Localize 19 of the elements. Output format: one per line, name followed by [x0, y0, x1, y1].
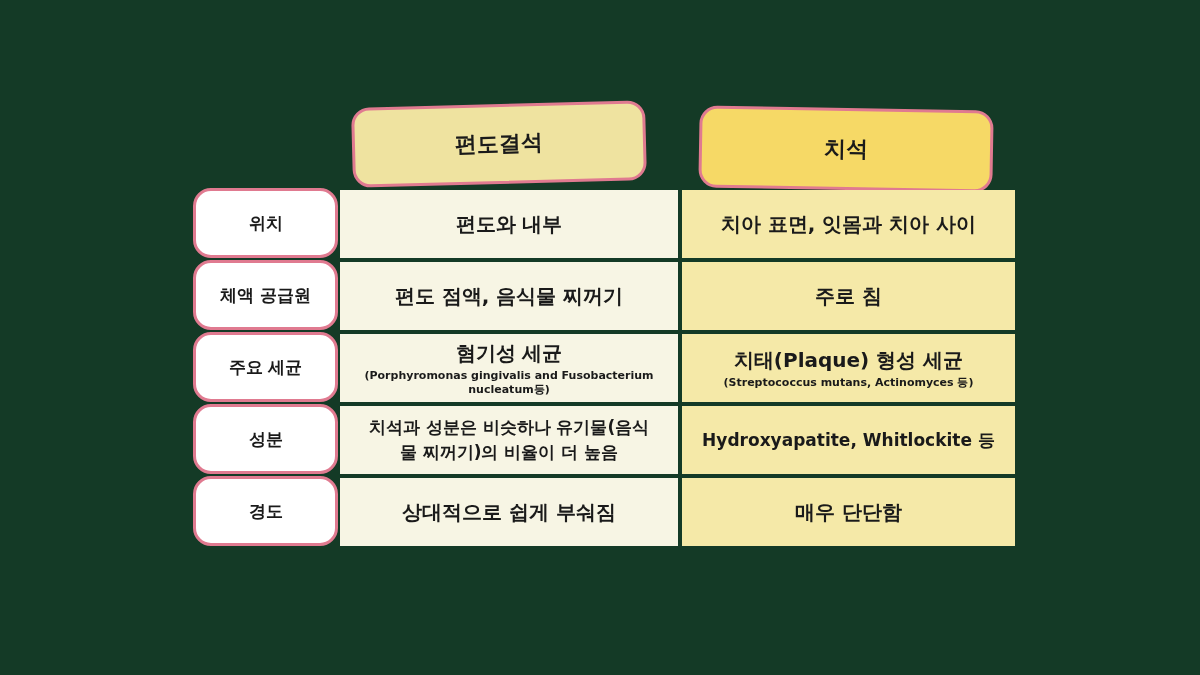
cell-note: (Streptococcus mutans, Actinomyces 등): [723, 375, 974, 390]
cell-note: (Porphyromonas gingivalis and Fusobacterium nucleatum등): [363, 369, 655, 396]
cell-text: Hydroxyapatite, Whitlockite 등: [702, 428, 995, 452]
cell-text: 혐기성 세균: [455, 340, 563, 368]
row-header: 위치: [193, 188, 338, 258]
cell-text: 치아 표면, 잇몸과 치아 사이: [720, 210, 977, 238]
column-header: 치석: [698, 105, 994, 193]
cell-text: 주로 침: [815, 282, 882, 310]
column-header: 편도결석: [351, 100, 647, 188]
row-header: 주요 세균: [193, 332, 338, 402]
cell-text: 편도 점액, 음식물 찌꺼기: [394, 282, 624, 310]
cell-text: 치석과 성분은 비슷하나 유기물(음식물 찌꺼기)의 비율이 더 높음: [367, 416, 651, 464]
cell-text: 상대적으로 쉽게 부숴짐: [402, 498, 616, 526]
cell-text: 치태(Plaque) 형성 세균: [733, 346, 964, 374]
row-header: 성분: [193, 404, 338, 474]
row-header: 경도: [193, 476, 338, 546]
row-header: 체액 공급원: [193, 260, 338, 330]
cell-text: 편도와 내부: [455, 210, 563, 238]
cell-text: 매우 단단함: [795, 498, 902, 526]
